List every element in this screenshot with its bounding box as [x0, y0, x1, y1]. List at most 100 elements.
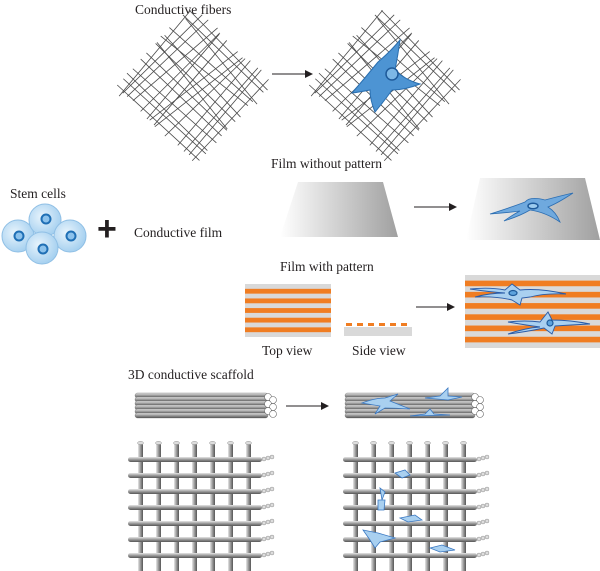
rod-end: [484, 454, 490, 460]
fiber: [140, 58, 222, 137]
horizontal-rod: [128, 505, 262, 510]
fiber: [153, 40, 228, 126]
fiber-bundle-with-cells: [344, 392, 484, 419]
rod-end: [480, 519, 486, 525]
fiber: [146, 33, 220, 120]
fiber: [377, 18, 450, 105]
label-top-view: Top view: [262, 343, 313, 358]
horizontal-rod: [343, 505, 477, 510]
rod-end: [476, 536, 482, 542]
rod-end: [261, 552, 267, 558]
rod-end: [476, 472, 482, 478]
conductive-stripe-profile: [346, 323, 352, 326]
rod-end: [480, 471, 486, 477]
film-unpatterned: [280, 182, 398, 237]
fiber: [191, 79, 269, 162]
horizontal-rod: [128, 537, 262, 542]
fiber: [154, 57, 243, 128]
fiber: [183, 67, 259, 152]
conductive-stripe-profile: [390, 323, 396, 326]
film-patterned-with-cells: [465, 275, 600, 348]
fiber: [381, 10, 460, 91]
rod-cap: [173, 441, 180, 445]
conductive-stripe-profile: [379, 323, 385, 326]
fiber: [314, 14, 395, 94]
rod-end: [476, 488, 482, 494]
stem-cell-on-fibers: [350, 38, 422, 113]
conductive-stripe-profile: [401, 323, 407, 326]
rod-end: [265, 551, 271, 557]
rod-cap: [460, 441, 467, 445]
fiber: [123, 78, 207, 155]
horizontal-rod: [343, 473, 477, 478]
fiber: [182, 14, 264, 93]
label-conductive-film: Conductive film: [134, 225, 223, 240]
rod-end: [269, 486, 275, 492]
rod-end: [484, 502, 490, 508]
fiber-bundle: [134, 392, 277, 419]
rod-end: [265, 487, 271, 493]
fiber: [164, 58, 246, 137]
rod-end: [480, 535, 486, 541]
horizontal-rod: [343, 489, 477, 494]
rod-end: [261, 472, 267, 478]
conductive-stripe: [245, 308, 331, 313]
conductive-stripe-profile: [357, 323, 363, 326]
rod-end: [476, 552, 482, 558]
fiber: [164, 34, 241, 118]
fiber: [374, 14, 456, 93]
rod-end: [261, 520, 267, 526]
rod-end: [480, 487, 486, 493]
rod-end: [484, 470, 490, 476]
rod-cap: [209, 441, 216, 445]
fiber: [380, 69, 454, 156]
label-3d-scaffold: 3D conductive scaffold: [128, 367, 254, 382]
fiber-rod: [344, 412, 476, 419]
conductive-stripe: [465, 314, 600, 320]
rod-cap: [227, 441, 234, 445]
rod-end: [269, 534, 275, 540]
rod-end: [269, 502, 275, 508]
fiber: [369, 60, 443, 146]
rod-end: [261, 536, 267, 542]
rod-end: [269, 454, 275, 460]
rod-end: [484, 518, 490, 524]
horizontal-rod: [128, 473, 262, 478]
rod-end: [269, 518, 275, 524]
label-stem-cells: Stem cells: [10, 186, 66, 201]
rod-cap: [352, 441, 359, 445]
horizontal-rod: [343, 553, 477, 558]
fiber: [356, 58, 438, 137]
rod-end: [480, 503, 486, 509]
conductive-stripe: [465, 336, 600, 343]
rod-cap: [245, 441, 252, 445]
rod-end: [261, 456, 267, 462]
film-patterned-side-view: [344, 323, 412, 336]
conductive-fiber-mesh-with-cell: [308, 10, 461, 162]
rod-end: [269, 470, 275, 476]
fiber: [160, 35, 249, 106]
label-film-without-pattern: Film without pattern: [271, 156, 382, 171]
conductive-stripe: [245, 317, 331, 323]
rod-end: [484, 486, 490, 492]
fiber: [116, 84, 200, 161]
rod-end: [476, 456, 482, 462]
3d-scaffold-grid-with-cells: [343, 441, 490, 571]
fiber: [140, 32, 221, 112]
rod-end: [265, 535, 271, 541]
conductive-stripe: [245, 327, 331, 333]
fiber: [169, 27, 254, 102]
rod-cap: [442, 441, 449, 445]
fiber: [126, 72, 208, 151]
film-patterned-top-view: [245, 284, 331, 337]
horizontal-rod: [343, 521, 477, 526]
fiber: [383, 79, 461, 162]
film-substrate: [344, 327, 412, 336]
rod-cap: [191, 441, 198, 445]
rod-end: [261, 488, 267, 494]
rod-end: [265, 455, 271, 461]
fiber: [188, 69, 262, 156]
conductive-stripe: [465, 303, 600, 309]
cells-in-scaffold: [362, 469, 456, 553]
